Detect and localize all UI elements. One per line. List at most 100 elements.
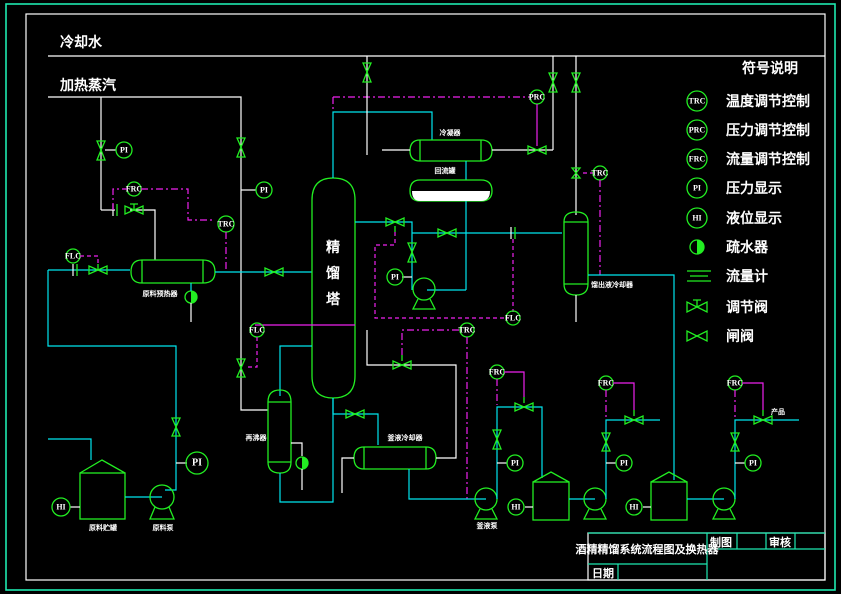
control-valve-icon[interactable]: [235, 358, 247, 378]
gate-valve-icon[interactable]: [361, 62, 373, 83]
pi-gauge: PI: [185, 451, 209, 475]
product-cooler-label: 馏出液冷却器: [590, 280, 634, 289]
product-tank: [650, 471, 688, 521]
control-valve-icon[interactable]: [753, 410, 773, 426]
steam-trap-icon: [295, 456, 309, 470]
flc-controller: FLC: [65, 248, 81, 264]
feed-preheater-label: 原料预热器: [143, 289, 179, 298]
svg-text:PI: PI: [391, 273, 399, 282]
svg-text:FLC: FLC: [249, 326, 265, 335]
cooling-water-label: 冷却水: [60, 34, 103, 51]
control-valve-icon[interactable]: [392, 355, 412, 371]
feed-preheater: [130, 259, 216, 284]
svg-text:HI: HI: [692, 214, 701, 223]
reflux-drum-label: 回流罐: [435, 166, 456, 175]
date-label: 日期: [592, 566, 614, 580]
product-cooler: [563, 211, 589, 296]
reboiler-label: 再沸器: [246, 433, 268, 442]
bottoms-line: [332, 398, 379, 445]
control-valve-icon[interactable]: [624, 410, 644, 426]
drawing-title: 酒精精馏系统流程图及换热器: [576, 542, 720, 556]
svg-text:压力显示: 压力显示: [726, 180, 782, 197]
pi-gauge: PI: [615, 454, 633, 472]
product-line: [588, 274, 675, 480]
heating-steam-line: [48, 96, 268, 411]
title-block: 酒精精馏系统流程图及换热器 制图 审核 日期: [576, 532, 826, 581]
gate-valve-icon: [686, 329, 708, 343]
control-valve-icon[interactable]: [88, 264, 108, 276]
pump-discharge: [734, 419, 799, 499]
svg-text:闸阀: 闸阀: [726, 328, 754, 345]
condenser-label: 冷凝器: [440, 128, 462, 137]
gate-valve-icon[interactable]: [600, 432, 612, 452]
bottoms-pump-label: 釜液泵: [476, 521, 498, 530]
pipe: [408, 469, 486, 500]
svg-text:FRC: FRC: [598, 379, 615, 388]
gate-valve-icon[interactable]: [345, 408, 365, 420]
svg-text:HI: HI: [629, 503, 638, 512]
svg-text:PI: PI: [120, 146, 128, 155]
gate-valve-icon[interactable]: [729, 432, 741, 452]
gate-valve-icon[interactable]: [547, 72, 559, 93]
outer-border: [5, 3, 836, 591]
gate-valve-icon[interactable]: [491, 429, 503, 450]
feed-tank-inlet: [48, 438, 92, 460]
hi-gauge: HI: [507, 498, 525, 516]
feed-tank: [79, 459, 126, 520]
frc-controller: FRC: [126, 181, 142, 197]
reflux-line: [355, 221, 413, 290]
pump-discharge: [605, 419, 660, 499]
product-pump: [582, 487, 608, 520]
gate-valve-icon[interactable]: [264, 266, 284, 278]
condenser: [409, 139, 493, 162]
signal-line: [401, 329, 460, 355]
gate-valve-icon[interactable]: [437, 227, 457, 239]
trc-controller: TRC: [217, 215, 235, 233]
control-valve-icon[interactable]: [385, 216, 405, 232]
frc-controller: FRC: [489, 364, 505, 380]
bottoms-cooler-label: 釜液冷却器: [387, 433, 424, 442]
feed-line: [47, 270, 177, 491]
hi-gauge: HI: [51, 497, 71, 517]
gate-valve-icon[interactable]: [170, 417, 182, 437]
flowmeter-icon: [510, 227, 516, 239]
svg-text:PI: PI: [192, 458, 202, 469]
signal-line: [374, 232, 508, 319]
signal-line: [141, 188, 215, 221]
gate-valve-icon[interactable]: [235, 137, 247, 158]
flowmeter-icon: [687, 270, 711, 282]
svg-text:调节阀: 调节阀: [726, 299, 768, 316]
svg-text:PI: PI: [749, 459, 757, 468]
gate-valve-icon[interactable]: [570, 72, 582, 93]
legend-title: 符号说明: [741, 60, 798, 77]
signal-line: [80, 255, 99, 264]
signal-line: [112, 188, 127, 210]
svg-text:HI: HI: [511, 503, 520, 512]
prc-controller: PRC: [529, 89, 545, 105]
svg-text:HI: HI: [56, 503, 65, 512]
control-valve-icon[interactable]: [514, 397, 534, 413]
control-valve-icon[interactable]: [570, 167, 582, 179]
legend-item-control-valve: 调节阀: [686, 299, 768, 316]
column-label-1: 精: [326, 239, 340, 256]
frc-controller: FRC: [727, 375, 743, 391]
pipe: [341, 457, 354, 493]
feed-pump: [149, 484, 175, 520]
bottoms-cooler: [353, 446, 437, 470]
heating-steam-label: 加热蒸汽: [59, 77, 116, 94]
control-valve-icon[interactable]: [527, 144, 547, 156]
trc-controller: TRC: [459, 322, 476, 338]
svg-text:TRC: TRC: [592, 169, 609, 178]
gate-valve-icon[interactable]: [406, 242, 418, 263]
svg-text:温度调节控制: 温度调节控制: [726, 93, 810, 110]
svg-text:FLC: FLC: [505, 314, 521, 323]
feed-pump-label: 原料泵: [153, 523, 174, 532]
drawn-by-label: 制图: [710, 535, 732, 549]
gate-valve-icon[interactable]: [95, 140, 107, 161]
control-valve-icon[interactable]: [124, 203, 144, 216]
